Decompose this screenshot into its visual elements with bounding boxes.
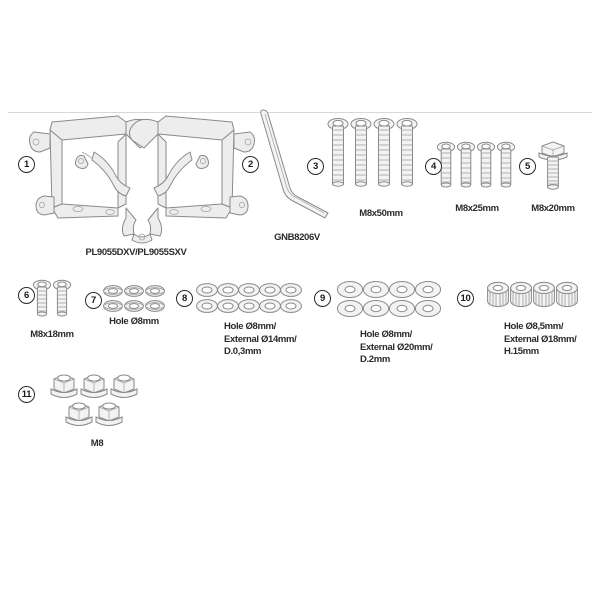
part-caption-4: M8x25mm [455,203,499,214]
part-caption-5: M8x20mm [531,203,575,214]
part-badge-11: 11 [18,386,35,403]
part-caption-8: Hole Ø8mm/ External Ø14mm/ D.0,3mm [224,321,297,357]
part-6-bolts-art [32,278,72,322]
part-3-bolts-art [327,116,418,196]
part-badge-2: 2 [242,156,259,173]
part-10-spacers-art [486,281,578,314]
bolt-icon [32,279,72,317]
part-badge-10: 10 [457,290,474,307]
part-9-washers-art [336,280,443,318]
part-caption-11: M8 [90,438,104,449]
part-5-bolt-art [533,140,573,194]
part-badge-1: 1 [18,156,35,173]
part-7-washers-art [103,284,165,314]
part-badge-4: 4 [425,158,442,175]
hex-bolt-icon [538,141,568,190]
part-caption-10: Hole Ø8,5mm/ External Ø18mm/ H.15mm [504,321,577,357]
part-4-bolts-art [436,140,516,196]
part-caption-9: Hole Ø8mm/ External Ø20mm/ D.2mm [360,329,433,365]
part-caption-6: M8x18mm [30,329,74,340]
part-badge-7: 7 [85,292,102,309]
part-caption-7: Hole Ø8mm [109,316,159,327]
part-1-frame-art [22,108,262,244]
bent-rod-icon [260,109,329,219]
spacer-icon [487,281,578,308]
bolt-icon [436,141,516,188]
part-2-rod-art [255,108,335,219]
part-badge-3: 3 [307,158,324,175]
part-badge-8: 8 [176,290,193,307]
part-badge-9: 9 [314,290,331,307]
bolt-icon [327,118,418,187]
part-badge-5: 5 [519,158,536,175]
split-washer-icon [103,285,165,312]
part-8-washers-art [196,282,302,314]
flange-nut-icon [50,374,138,426]
washer-icon [196,283,302,313]
part-caption-3: M8x50mm [359,208,403,219]
part-11-nuts-art [48,372,148,434]
part-caption-2: GNB8206V [274,232,320,243]
part-badge-6: 6 [18,287,35,304]
tubular-frame-icon [29,115,255,244]
part-caption-1: PL9055DXV/PL9055SXV [85,247,187,258]
washer-icon [336,281,442,317]
top-divider [8,112,592,113]
